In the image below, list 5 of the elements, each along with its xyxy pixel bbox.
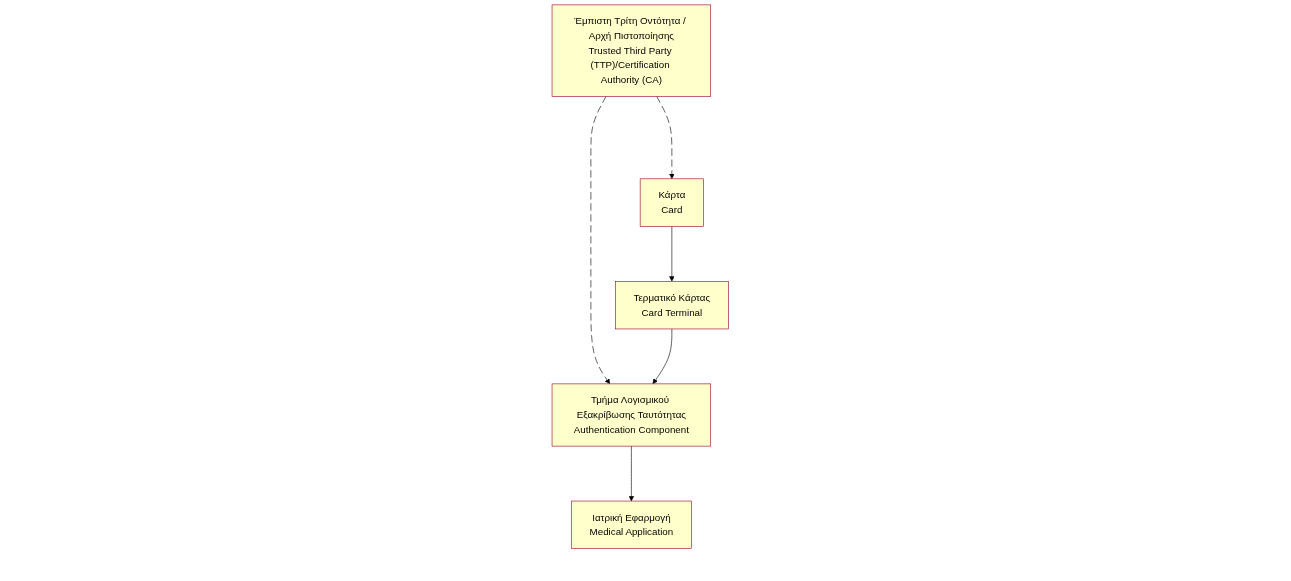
node-box: Κάρτα Card: [639, 178, 704, 227]
node-box: Ιατρική Εφαρμογή Medical Application: [570, 500, 692, 549]
node-box: Έμπιστη Τρίτη Οντότητα / Αρχή Πιστοποίησης Trusted Third Party (TTP)/Certification Authority (CA): [551, 4, 711, 97]
node-box: Τερματικό Κάρτας Card Terminal: [614, 281, 729, 330]
node-box: Τμήμα Λογισμικού Εξακρίβωσης Ταυτότητας Authentication Component: [551, 383, 711, 447]
